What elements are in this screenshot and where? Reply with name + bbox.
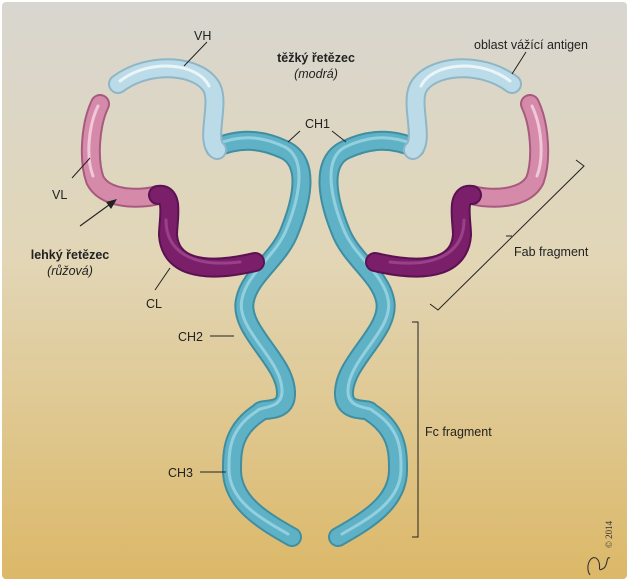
light-chain-arrow: [79, 199, 117, 227]
heavy-chain-right: [318, 130, 425, 547]
light-chain-left: [80, 94, 265, 278]
heavy-chain-left-variable: [108, 58, 227, 160]
vl-leader-line: [71, 157, 91, 179]
heavy-chain-left: [205, 130, 312, 547]
antigen-leader-line: [511, 51, 527, 75]
copyright-text: © 2014: [604, 520, 614, 548]
label-ch1: CH1: [305, 117, 330, 131]
artist-signature: © 2014: [587, 520, 614, 576]
label-light-chain-note: (růžová): [47, 264, 93, 278]
vh-leader-line: [183, 41, 208, 67]
light-chain-right: [365, 94, 550, 278]
heavy-chain-right-variable: [403, 58, 522, 160]
ch1-right-leader-line: [331, 130, 347, 143]
fc-bracket: [412, 321, 419, 538]
fab-bracket: [429, 159, 585, 311]
label-ch2: CH2: [178, 330, 203, 344]
label-vl: VL: [52, 188, 67, 202]
label-heavy-chain-note: (modrá): [294, 67, 338, 81]
cl-leader-line: [154, 267, 171, 291]
label-light-chain: lehký řetězec: [31, 248, 110, 262]
label-antigen-binding: oblast vážící antigen: [474, 38, 588, 52]
label-cl: CL: [146, 297, 162, 311]
label-fc: Fc fragment: [425, 425, 492, 439]
label-vh: VH: [194, 29, 211, 43]
label-fab: Fab fragment: [514, 245, 589, 259]
label-heavy-chain: těžký řetězec: [277, 51, 355, 65]
label-ch3: CH3: [168, 466, 193, 480]
ch1-left-leader-line: [287, 130, 301, 143]
